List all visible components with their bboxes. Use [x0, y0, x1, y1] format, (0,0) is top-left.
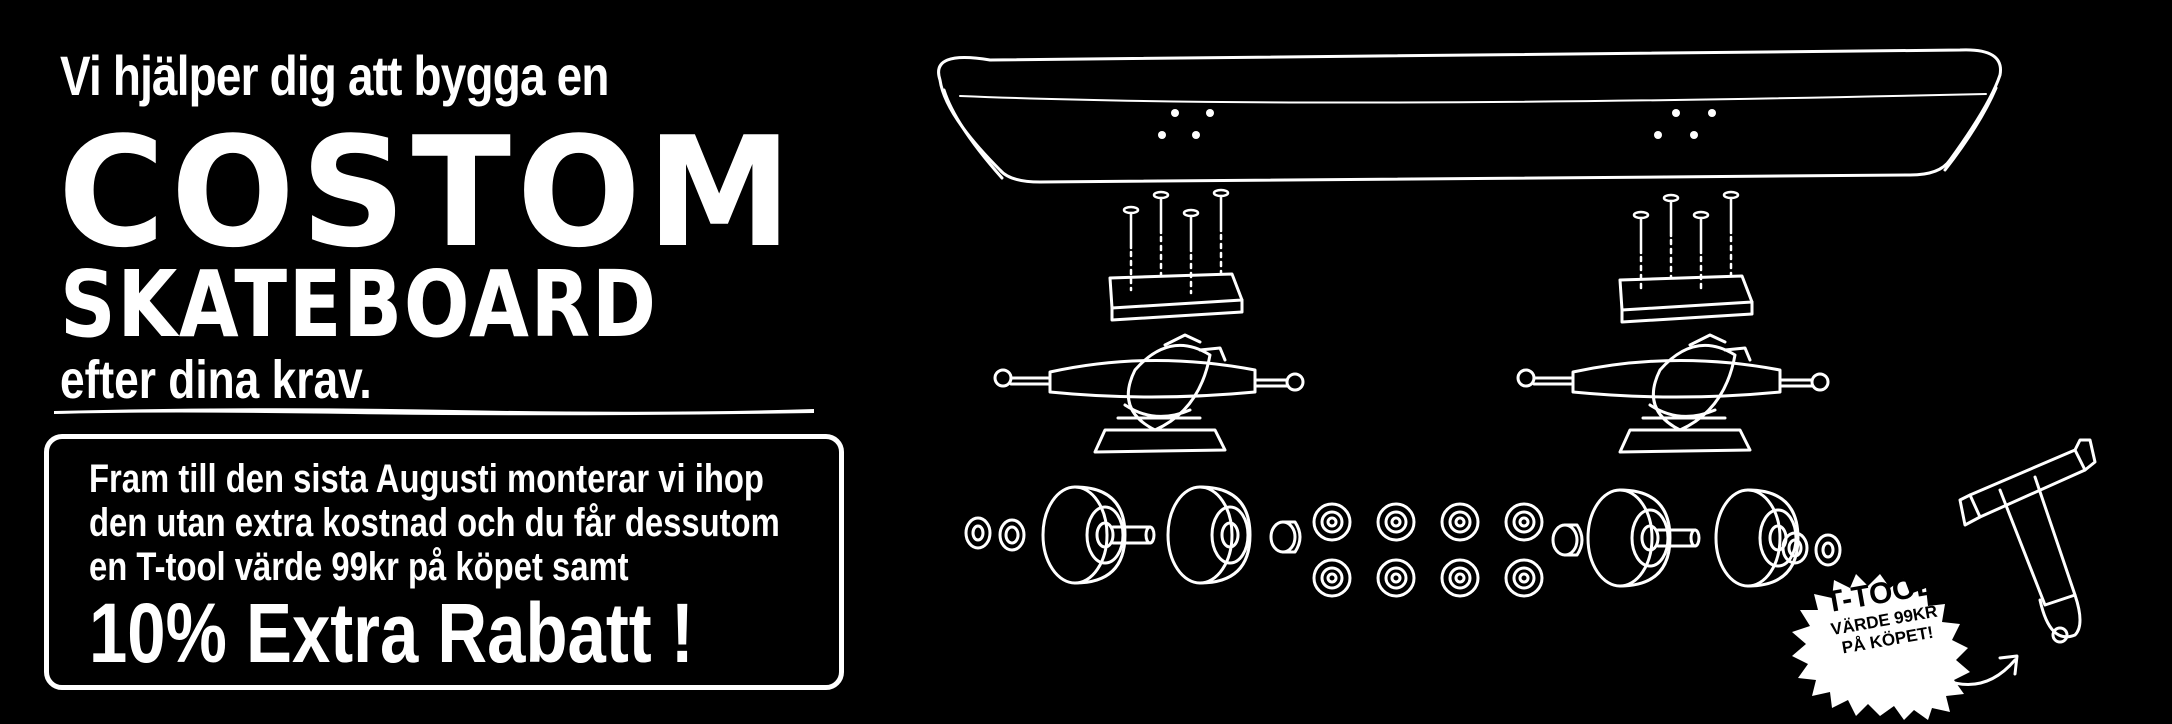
offer-line-3: en T-tool värde 99kr på köpet samt: [89, 545, 629, 589]
spacer-left: [1269, 520, 1302, 554]
deck-illustration: [937, 48, 2002, 184]
offer-line-2: den utan extra kostnad och du får dessut…: [89, 501, 780, 545]
mounting-screws-right: [1632, 190, 1740, 294]
skateboard-parts-illustration: [937, 48, 2097, 686]
headline-word-skateboard: SKATEBOARD: [60, 251, 658, 358]
wheel-pair-left: [1041, 485, 1252, 585]
offer-line-1: Fram till den sista Augusti monterar vi …: [89, 457, 764, 501]
brush-stroke-divider: [54, 408, 814, 416]
truck-right: [1516, 333, 1830, 454]
wheel-pair-right: [1586, 488, 1800, 588]
truck-left: [993, 333, 1305, 454]
headline-intro: Vi hjälper dig att bygga en: [60, 44, 609, 107]
riser-pad-right: [1618, 274, 1754, 324]
offer-discount: 10% Extra Rabatt !: [89, 586, 694, 680]
headline-outro: efter dina krav.: [60, 350, 372, 410]
promo-text-panel: Vi hjälper dig att bygga en COSTOM SKATE…: [0, 0, 860, 724]
axle-nut-right: [1781, 531, 1842, 567]
riser-pad-left: [1108, 272, 1244, 322]
t-tool-badge-starburst: [1792, 574, 1970, 720]
mounting-screws-left: [1122, 188, 1230, 295]
bearings: [1312, 502, 1544, 598]
axle-nut-left: [964, 516, 1026, 552]
spacer-right: [1551, 523, 1584, 557]
offer-box: Fram till den sista Augusti monterar vi …: [44, 434, 844, 690]
headline-word-costom: COSTOM: [58, 104, 798, 281]
